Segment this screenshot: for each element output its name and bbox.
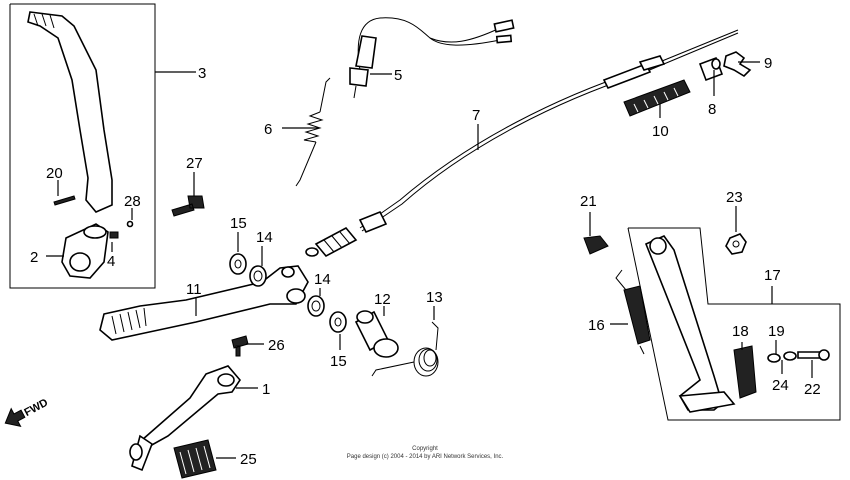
callout-4[interactable]: 4: [107, 253, 115, 270]
callout-9[interactable]: 9: [764, 55, 772, 72]
leader-lines: [46, 61, 813, 459]
callout-28[interactable]: 28: [124, 193, 141, 210]
callout-3[interactable]: 3: [198, 65, 206, 82]
callout-17[interactable]: 17: [764, 267, 781, 284]
forward-label: FWD: [22, 397, 50, 419]
callout-27[interactable]: 27: [186, 155, 203, 172]
stand-plate[interactable]: [733, 345, 757, 399]
callout-22[interactable]: 22: [804, 381, 821, 398]
copyright-line-1: Copyright: [412, 446, 438, 452]
cable-adjuster-parts: [698, 51, 752, 82]
callout-23[interactable]: 23: [726, 189, 743, 206]
kickstarter-group: [9, 3, 156, 289]
bolt-21[interactable]: [583, 235, 609, 255]
callout-16[interactable]: 16: [588, 317, 605, 334]
washer-15b[interactable]: [329, 311, 347, 333]
bolt-27[interactable]: [171, 195, 205, 217]
washer-14b[interactable]: [307, 295, 325, 317]
callout-14b[interactable]: 14: [314, 271, 331, 288]
collar-19[interactable]: [767, 353, 781, 363]
callout-20[interactable]: 20: [46, 165, 63, 182]
brake-switch-cable: [349, 17, 515, 99]
callouts: 3 2 4 20 28 27 5 6 7 8 9 10 11 15 14 14 …: [30, 55, 821, 468]
callout-15b[interactable]: 15: [330, 353, 347, 370]
washers: [229, 253, 347, 333]
nut-23[interactable]: [725, 233, 747, 255]
pedal-rubber[interactable]: [173, 439, 217, 479]
washer-24[interactable]: [783, 351, 797, 361]
washer-15a[interactable]: [229, 253, 247, 275]
copyright-line-2: Page design (c) 2004 - 2014 by ARI Netwo…: [347, 454, 504, 460]
callout-5[interactable]: 5: [394, 67, 402, 84]
callout-1[interactable]: 1: [262, 381, 270, 398]
cable-boot[interactable]: [623, 79, 691, 117]
wing-nut[interactable]: [723, 51, 752, 78]
callout-21[interactable]: 21: [580, 193, 597, 210]
side-stand[interactable]: [644, 235, 728, 411]
callout-12[interactable]: 12: [374, 291, 391, 308]
brake-cable[interactable]: [305, 29, 739, 258]
callout-15a[interactable]: 15: [230, 215, 247, 232]
callout-10[interactable]: 10: [652, 123, 669, 140]
callout-18[interactable]: 18: [732, 323, 749, 340]
callout-25[interactable]: 25: [240, 451, 257, 468]
pedal-pivot[interactable]: [354, 310, 399, 358]
copyright-block: Copyright Page design (c) 2004 - 2014 by…: [347, 446, 504, 460]
callout-11[interactable]: 11: [186, 281, 202, 298]
brake-pedal[interactable]: [99, 265, 309, 341]
bolt-26[interactable]: [231, 335, 249, 357]
switch-spring[interactable]: [295, 77, 331, 187]
return-spring[interactable]: [371, 321, 439, 377]
change-pedal[interactable]: [129, 365, 242, 472]
callout-2[interactable]: 2: [30, 249, 38, 266]
forward-arrow-icon: FWD: [4, 397, 50, 428]
callout-13[interactable]: 13: [426, 289, 443, 306]
callout-26[interactable]: 26: [268, 337, 285, 354]
brake-switch[interactable]: [349, 67, 369, 87]
callout-24[interactable]: 24: [772, 377, 789, 394]
kickstarter-arm[interactable]: [27, 11, 113, 213]
washer-14a[interactable]: [249, 265, 267, 287]
side-stand-group: [583, 227, 841, 421]
callout-19[interactable]: 19: [768, 323, 785, 340]
callout-8[interactable]: 8: [708, 101, 716, 118]
callout-14a[interactable]: 14: [256, 229, 273, 246]
callout-7[interactable]: 7: [472, 107, 480, 124]
callout-6[interactable]: 6: [264, 121, 272, 138]
